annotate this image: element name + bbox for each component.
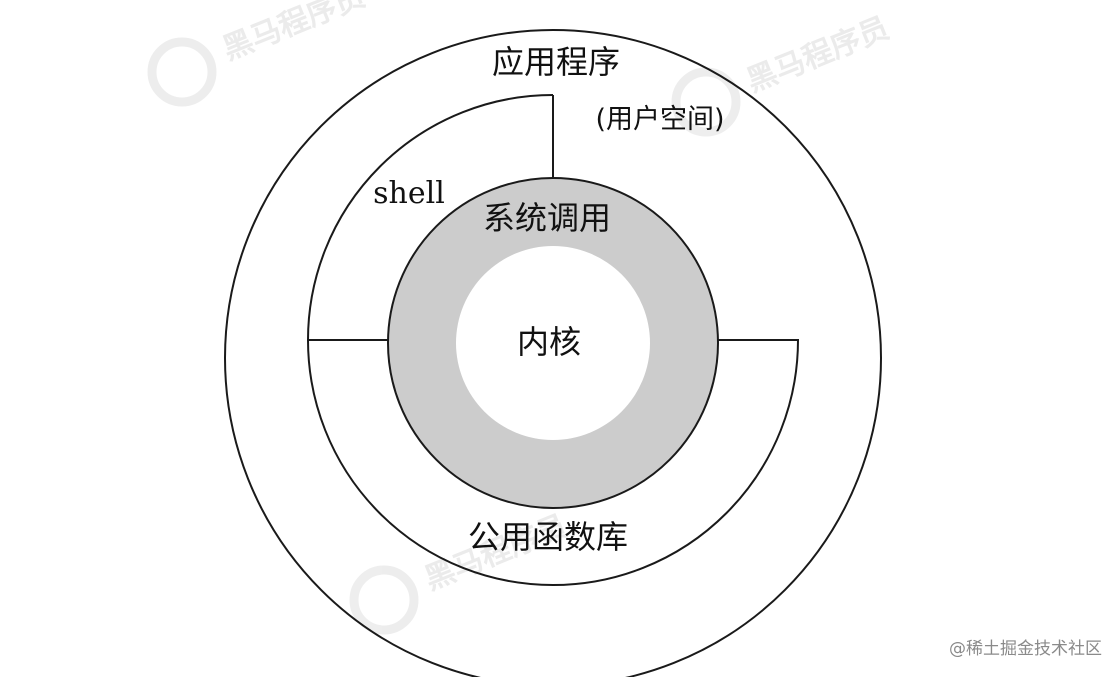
library-region-boundary — [307, 339, 800, 586]
watermark-text: 黑马程序员 — [218, 0, 370, 67]
watermark-logo-icon — [671, 67, 741, 137]
application-label: 应用程序 — [492, 43, 620, 81]
watermark-logo-icon — [147, 37, 217, 107]
source-credit: @稀土掘金技术社区 — [949, 639, 1102, 659]
application-ring — [224, 29, 882, 677]
library-label: 公用函数库 — [468, 518, 628, 556]
shell-label: shell — [373, 176, 445, 211]
shell-region-boundary — [306, 94, 554, 341]
syscall-label: 系统调用 — [483, 199, 611, 237]
watermark-top-left: 黑马程序员 — [147, 0, 370, 107]
user-space-label: (用户空间) — [595, 104, 724, 135]
kernel-label: 内核 — [517, 323, 581, 361]
kernel-core — [456, 246, 650, 440]
watermark-logo-icon — [349, 565, 419, 635]
watermark-text: 黑马程序员 — [742, 11, 894, 100]
